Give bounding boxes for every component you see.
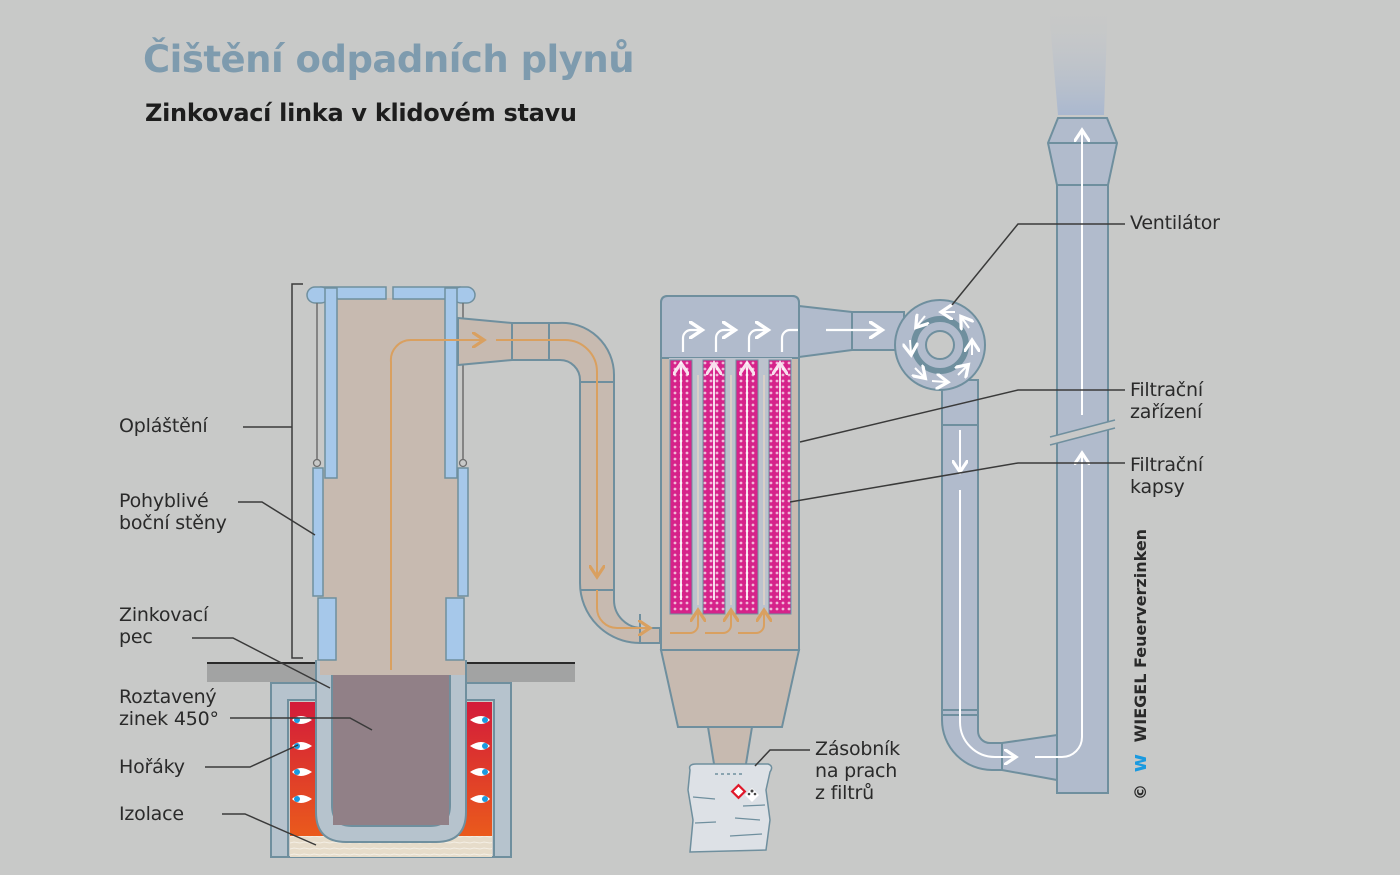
copyright-symbol: © xyxy=(1131,784,1150,800)
clean-gas-duct xyxy=(798,299,1058,782)
label-dust-container: Zásobník na prach z filtrů xyxy=(815,738,900,804)
label-enclosure: Opláštění xyxy=(119,415,208,437)
chimney xyxy=(1035,0,1119,794)
hazard-diamond-icon xyxy=(730,783,747,800)
movable-wall-right xyxy=(457,467,469,597)
dust-container xyxy=(687,763,773,853)
wiegel-logo-icon: w xyxy=(1127,753,1151,773)
fan-icon xyxy=(894,299,986,391)
copyright-text: WIEGEL Feuerverzinken xyxy=(1131,528,1150,743)
label-fan: Ventilátor xyxy=(1130,212,1220,234)
enclosure-bracket xyxy=(291,283,303,659)
label-filter-bags: Filtrační kapsy xyxy=(1130,454,1203,498)
label-movable-walls: Pohyblivé boční stěny xyxy=(119,490,227,534)
filter-unit xyxy=(659,295,815,771)
exhaust-plume xyxy=(1048,0,1108,115)
burners-right xyxy=(470,716,490,803)
zinc-furnace xyxy=(270,659,512,858)
hot-gas-flow xyxy=(389,340,482,670)
environment-hazard-icon xyxy=(745,788,759,802)
molten-zinc xyxy=(333,675,449,825)
page-title: Čištění odpadních plynů xyxy=(143,38,635,81)
movable-wall-left xyxy=(312,467,324,597)
enclosure xyxy=(291,283,476,675)
label-insulation: Izolace xyxy=(119,803,184,825)
label-galvanizing-furnace: Zinkovací pec xyxy=(119,604,209,648)
label-molten-zinc: Roztavený zinek 450° xyxy=(119,686,219,730)
page-subtitle: Zinkovací linka v klidovém stavu xyxy=(145,99,577,127)
leader-lines xyxy=(192,223,1125,846)
upper-wall-right xyxy=(444,287,458,479)
clean-gas-chamber xyxy=(660,295,800,359)
burners-left xyxy=(292,716,312,803)
label-burners: Hořáky xyxy=(119,756,185,778)
copyright-notice: © w WIEGEL Feuerverzinken xyxy=(1127,529,1151,800)
upper-wall-left xyxy=(324,287,338,479)
label-filter-unit: Filtrační zařízení xyxy=(1130,379,1203,423)
dust-hopper xyxy=(659,649,801,728)
